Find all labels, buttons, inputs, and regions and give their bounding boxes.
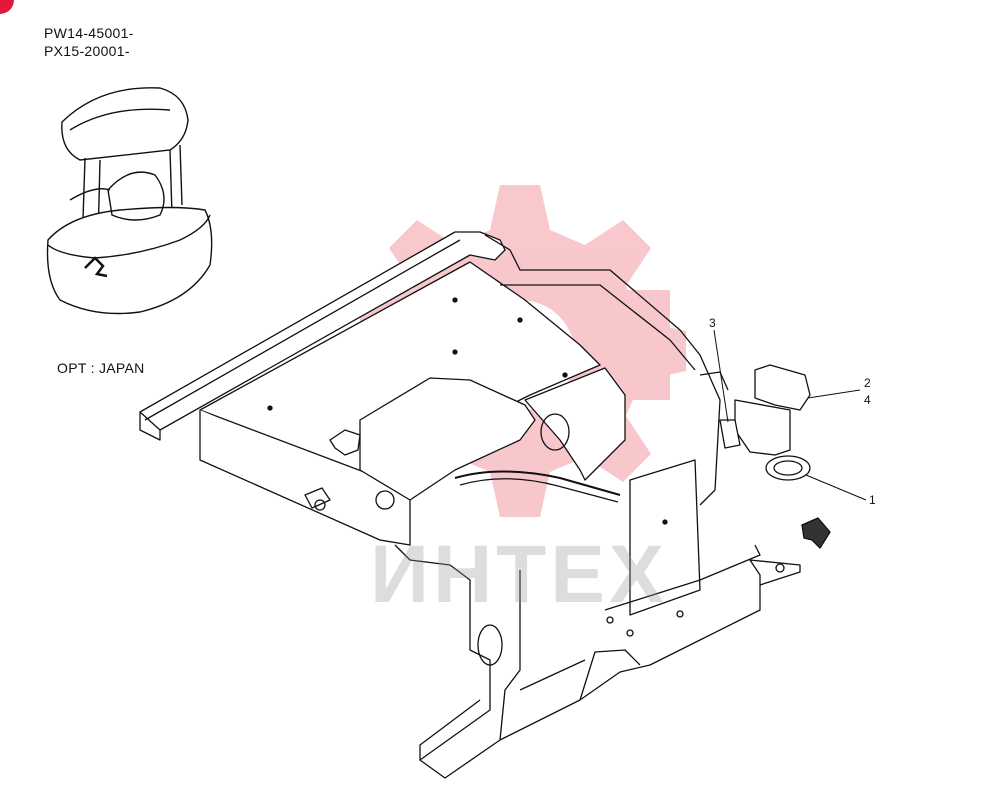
callout-3: 3 xyxy=(709,316,716,330)
callout-2: 2 xyxy=(864,376,871,390)
serial-range-2: PX15-20001- xyxy=(44,43,130,59)
callout-4: 4 xyxy=(864,393,871,407)
option-note: OPT : JAPAN xyxy=(57,360,145,376)
leader-lines xyxy=(713,329,867,501)
machine-thumbnail xyxy=(46,87,213,315)
frame-assembly xyxy=(139,231,831,779)
watermark-text: ИНТЕХ xyxy=(370,529,668,620)
callout-1: 1 xyxy=(869,493,876,507)
serial-range-1: PW14-45001- xyxy=(44,25,134,41)
